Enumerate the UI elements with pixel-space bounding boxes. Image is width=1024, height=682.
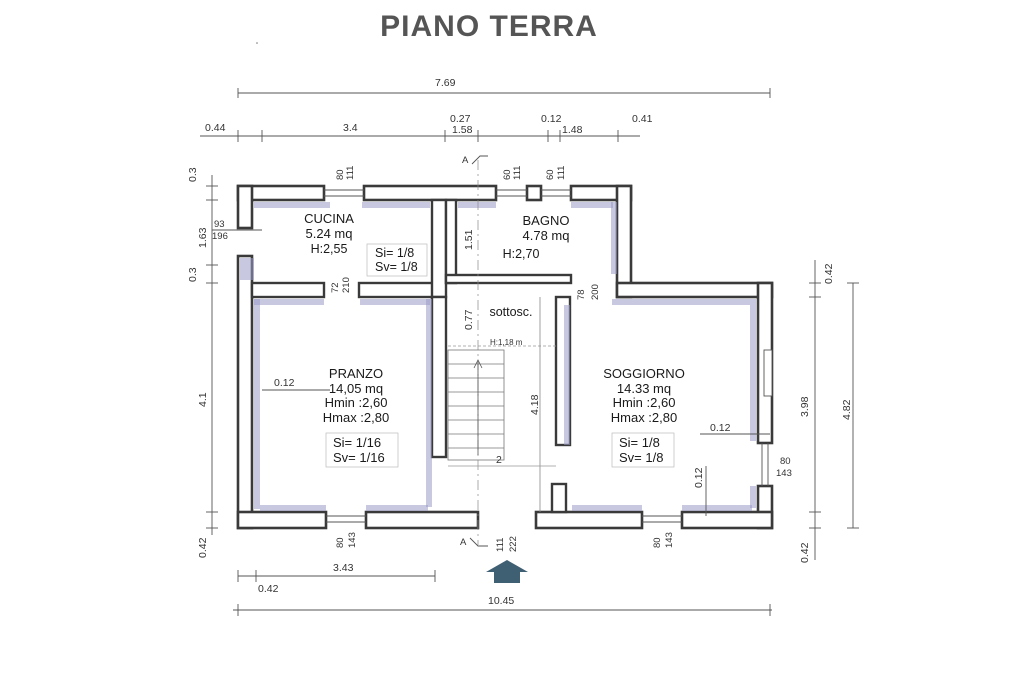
soggiorno-sv: Sv= 1/8	[619, 450, 663, 465]
dim-right-main: 3.98	[799, 396, 811, 417]
plan-title: PIANO TERRA	[380, 10, 598, 43]
d-cucina-b: 210	[341, 277, 352, 293]
dim-top-mid-small: 0.27	[450, 113, 471, 125]
d-entrance-a: 111	[495, 538, 506, 552]
pranzo-sv: Sv= 1/16	[333, 450, 385, 465]
dim-right-top: 0.42	[823, 263, 835, 284]
w-cucina-left-a: 93	[214, 219, 225, 230]
room-cucina: CUCINA 5.24 mq H:2,55 Si= 1/8 Sv= 1/8	[304, 211, 428, 277]
dim-right-total: 4.82	[841, 399, 853, 420]
dim-top-total: 7.69	[435, 77, 456, 89]
room-bagno: BAGNO 4.78 mq H:2,70	[503, 213, 570, 261]
w-hall-top-b: 111	[512, 166, 523, 180]
d-bagno-a: 78	[576, 289, 587, 300]
cucina-area: 5.24 mq	[306, 226, 353, 241]
top-dimensions: 7.69 0.44 3.4 0.27 1.58 0.12 1.48 0.41	[200, 77, 771, 142]
w-cucina-top-b: 111	[345, 166, 356, 180]
room-soggiorno: SOGGIORNO 14.33 mq Hmin :2,60 Hmax :2,80…	[603, 366, 685, 468]
w-sogg-bottom-a: 80	[652, 537, 663, 548]
w-cucina-left-b: 196	[212, 231, 228, 242]
dim-top-small2: 0.12	[541, 113, 562, 125]
d-cucina-a: 72	[330, 282, 341, 293]
wall-hatching	[240, 202, 756, 511]
dim-top-bagno: 1.48	[562, 124, 583, 136]
dim-right-bottom: 0.42	[799, 542, 811, 563]
soggiorno-si: Si= 1/8	[619, 435, 660, 450]
cucina-name: CUCINA	[304, 211, 354, 226]
dim-left-main: 4.1	[197, 392, 209, 407]
entrance-arrow-icon	[486, 560, 528, 583]
dim-bottom-left: 0.42	[258, 583, 279, 595]
sottoscala-name: sottosc.	[489, 305, 532, 319]
dim-top-mid: 1.58	[452, 124, 473, 136]
w-bagno-top-a: 60	[545, 169, 556, 180]
room-sottoscala: sottosc. H:1,18 m	[489, 305, 532, 347]
cucina-sv: Sv= 1/8	[375, 260, 418, 274]
soggiorno-hmin: Hmin :2,60	[613, 395, 676, 410]
w-sogg-bottom-b: 143	[664, 532, 675, 548]
dim-top-right: 0.41	[632, 113, 653, 125]
staircase	[447, 297, 556, 512]
dim-top-cucina: 3.4	[343, 122, 358, 134]
bagno-height: H:2,70	[503, 247, 540, 261]
w-cucina-top-a: 80	[335, 169, 346, 180]
dim-wall-pranzo: 0.12	[274, 377, 295, 389]
dim-left-bottom: 0.42	[197, 537, 209, 558]
dim-left-top: 0.3	[187, 167, 199, 182]
room-pranzo: PRANZO 14,05 mq Hmin :2,60 Hmax :2,80 Si…	[323, 366, 399, 468]
w-bagno-top-b: 111	[556, 166, 567, 180]
pranzo-si: Si= 1/16	[333, 435, 381, 450]
dim-left-mid: 0.3	[187, 267, 199, 282]
interior-dimensions: 0.77 1.51 4.18 2 0.12 0.12 0.12	[262, 229, 770, 516]
dim-bottom-total: 10.45	[488, 595, 514, 607]
cucina-si: Si= 1/8	[375, 246, 414, 260]
openings	[324, 189, 773, 523]
pranzo-hmin: Hmin :2,60	[325, 395, 388, 410]
dim-wall-sogg2: 0.12	[693, 467, 705, 488]
dim-wall-sogg: 0.12	[710, 422, 731, 434]
soggiorno-name: SOGGIORNO	[603, 366, 685, 381]
pranzo-hmax: Hmax :2,80	[323, 410, 389, 425]
dim-stair-top: 0.77	[463, 309, 475, 330]
soggiorno-hmax: Hmax :2,80	[611, 410, 677, 425]
left-dimensions: 0.3 1.63 0.3 4.1 0.42	[187, 167, 218, 558]
pranzo-area: 14,05 mq	[329, 381, 383, 396]
section-mark-top: A	[462, 155, 469, 166]
right-dimensions: 0.42 3.98 4.82 0.42	[799, 260, 859, 563]
pranzo-name: PRANZO	[329, 366, 383, 381]
bagno-name: BAGNO	[523, 213, 570, 228]
scan-speck	[256, 42, 258, 44]
section-markers: A A	[460, 155, 488, 548]
dim-bottom-pranzo: 3.43	[333, 562, 354, 574]
w-hall-top-a: 60	[502, 169, 513, 180]
outer-walls	[236, 184, 774, 530]
soggiorno-area: 14.33 mq	[617, 381, 671, 396]
section-mark-bottom: A	[460, 537, 467, 548]
bottom-dimensions: 3.43 0.42 10.45	[233, 562, 772, 616]
sottoscala-height: H:1,18 m	[490, 338, 523, 347]
w-pranzo-bottom-b: 143	[347, 532, 358, 548]
d-entrance-b: 222	[508, 536, 519, 552]
dim-bagno-h: 1.51	[463, 229, 475, 250]
dim-stair-len: 4.18	[529, 394, 541, 415]
w-pranzo-bottom-a: 80	[335, 537, 346, 548]
w-sogg-right-b: 143	[776, 468, 792, 479]
w-sogg-right-a: 80	[780, 456, 791, 467]
opening-labels: 80 111 60 111 60 111 93 196 72 210 78 20…	[212, 166, 792, 552]
bagno-area: 4.78 mq	[523, 228, 570, 243]
cucina-height: H:2,55	[311, 242, 348, 256]
dim-stair-w: 2	[496, 454, 502, 466]
dim-left-cucina: 1.63	[197, 227, 209, 248]
dim-top-left: 0.44	[205, 122, 226, 134]
d-bagno-b: 200	[590, 284, 601, 300]
